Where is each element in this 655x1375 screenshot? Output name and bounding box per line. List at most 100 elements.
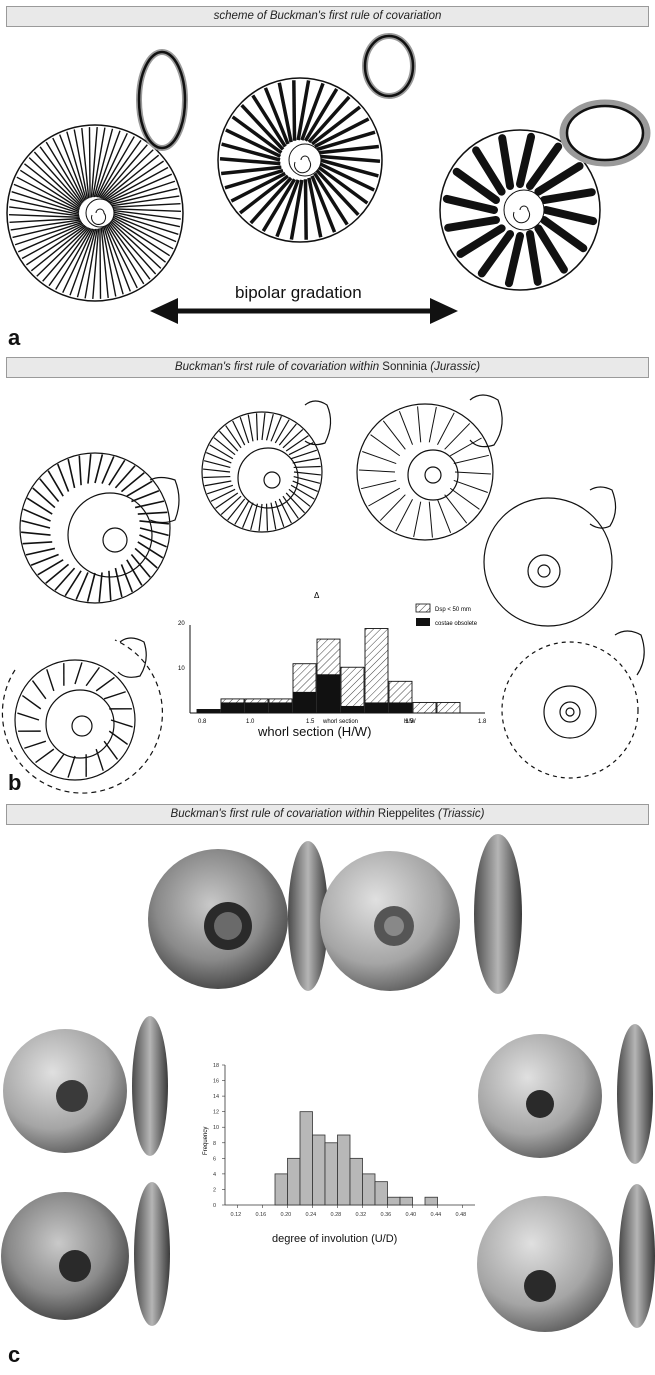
panel-c-bar <box>325 1143 338 1205</box>
panel-c-xtick: 0.24 <box>306 1212 317 1218</box>
rib-line <box>294 467 321 468</box>
panel-b-xtick: 0.8 <box>198 719 207 725</box>
rib-line <box>131 491 159 502</box>
panel-c-ytick: 10 <box>213 1125 219 1131</box>
rib-line <box>286 436 308 451</box>
ammonite-scheme-medium-ribs <box>218 36 413 242</box>
rib-line <box>359 470 395 472</box>
rib-line <box>437 499 450 533</box>
sonninia-specimen-6 <box>502 631 644 778</box>
panel-b-xtick: 1.0 <box>246 719 255 725</box>
rib-line <box>289 489 310 506</box>
panel-c-ytick: 4 <box>213 1172 216 1178</box>
rib-line <box>429 407 436 442</box>
panel-b-bar-costae <box>341 706 364 713</box>
rib-line <box>262 413 265 440</box>
panel-c-bar <box>350 1158 363 1205</box>
panel-b-bar-dsp <box>437 702 460 713</box>
rib-line <box>86 667 99 685</box>
rib-line <box>31 554 59 565</box>
rib-line <box>24 741 46 748</box>
panel-b-letter: b <box>8 770 21 796</box>
panel-b-bar-dsp <box>413 702 436 713</box>
rib-line <box>22 696 40 709</box>
rib-line <box>305 179 306 240</box>
bipolar-gradation-label: bipolar gradation <box>235 283 362 303</box>
rib-line <box>283 496 298 518</box>
panel-b-bar-costae <box>197 709 220 713</box>
rib-line <box>450 438 481 456</box>
rib-line <box>206 453 231 463</box>
rib-line <box>214 438 235 455</box>
rib-line <box>455 472 491 474</box>
rib-line <box>115 568 121 597</box>
rib-line <box>89 127 90 198</box>
rib-line <box>251 504 258 530</box>
rib-line <box>362 452 396 464</box>
panel-c-xtick: 0.48 <box>456 1212 467 1218</box>
rib-line <box>368 488 399 506</box>
rib-line <box>383 421 405 449</box>
rieppelites-specimen-left <box>1 1016 170 1326</box>
panel-b-header-prefix: Buckman's first rule of covariation with… <box>175 361 382 373</box>
rib-line <box>259 504 262 531</box>
rib-line <box>294 80 295 141</box>
panel-c-header-taxon: Rieppelites <box>378 808 435 820</box>
ammonite-scheme-fine-ribs <box>7 52 185 301</box>
rib-line <box>36 749 54 762</box>
rib-line <box>429 502 432 538</box>
rib-line <box>418 406 421 442</box>
rib-line <box>75 662 82 684</box>
rib-line <box>437 413 454 445</box>
panel-c-xtick: 0.16 <box>256 1212 267 1218</box>
panel-b-ytick-20: 20 <box>178 621 185 627</box>
rib-line <box>371 435 400 456</box>
panel-b-header: Buckman's first rule of covariation with… <box>6 357 649 378</box>
panel-c-letter: c <box>8 1342 20 1368</box>
panel-c-bar <box>388 1197 401 1205</box>
panel-b-bar-costae <box>245 702 268 713</box>
rib-line <box>32 681 45 699</box>
sonninia-specimen-4 <box>484 487 616 626</box>
panel-c-ytick: 14 <box>213 1094 219 1100</box>
rib-line <box>79 456 81 486</box>
ammonite-scheme-coarse-ribs <box>440 103 647 290</box>
sonninia-specimen-1 <box>20 453 179 603</box>
panel-c-bar <box>300 1112 313 1205</box>
rib-line <box>88 573 95 602</box>
rib-line <box>109 731 127 744</box>
rib-line <box>17 713 39 720</box>
rib-line <box>51 754 64 772</box>
rib-line <box>121 564 132 592</box>
rib-line <box>235 501 249 524</box>
rib-line <box>293 458 320 463</box>
rib-line <box>95 454 102 483</box>
rib-line <box>104 741 117 759</box>
panel-c-xlabel: degree of involution (U/D) <box>272 1233 397 1245</box>
sonninia-specimen-5 <box>2 638 162 793</box>
panel-b-histogram: 10 20 Δ whorl section H/W 0.81.01.51.51.… <box>178 591 487 725</box>
rib-line <box>100 228 101 299</box>
panel-b-annotation: Δ <box>314 591 320 600</box>
rib-line <box>454 455 489 463</box>
panel-c-xtick: 0.44 <box>431 1212 442 1218</box>
rib-line <box>21 532 50 535</box>
rib-line <box>228 499 245 520</box>
panel-c-ytick: 6 <box>213 1156 216 1162</box>
panel-c-ytick: 16 <box>213 1079 219 1085</box>
rib-line <box>450 488 479 509</box>
rib-line <box>26 548 55 554</box>
panel-c-header-suffix: (Triassic) <box>435 808 485 820</box>
rib-line <box>205 481 232 486</box>
panel-c-xtick: 0.12 <box>231 1212 242 1218</box>
rib-line <box>96 677 114 690</box>
panel-b-bar-costae <box>269 702 292 713</box>
rib-line <box>226 426 241 448</box>
panel-c-header: Buckman's first rule of covariation with… <box>6 804 649 825</box>
panel-c-bar <box>313 1135 326 1205</box>
rib-line <box>380 495 405 521</box>
panel-b-header-taxon: Sonninia <box>382 361 427 373</box>
rib-line <box>140 528 169 535</box>
rib-line <box>204 461 230 468</box>
rib-line <box>210 445 233 459</box>
